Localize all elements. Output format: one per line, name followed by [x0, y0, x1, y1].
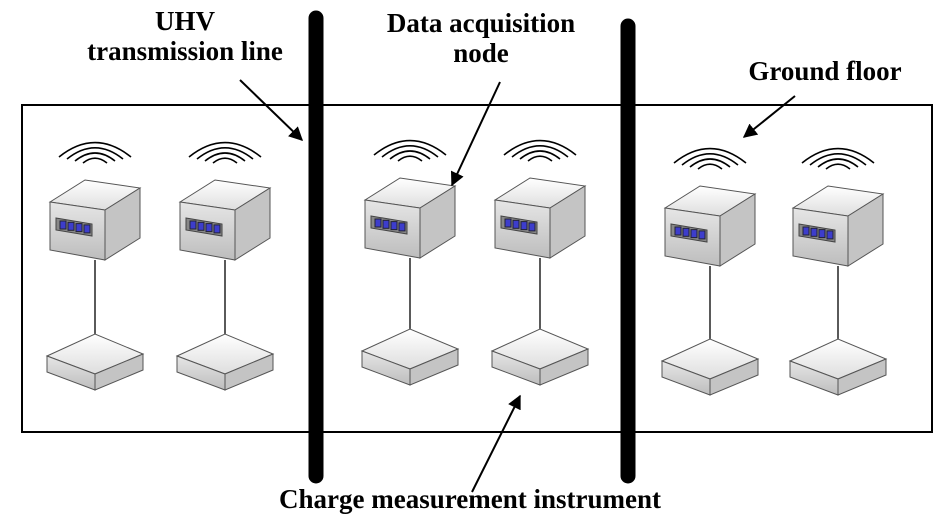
node-label-line-2: node: [453, 38, 509, 68]
led-indicator: [59, 220, 67, 230]
led-indicator: [690, 229, 698, 239]
led-indicator: [213, 224, 221, 234]
charge-measurement-instrument: [175, 333, 275, 391]
led-indicator: [382, 219, 390, 229]
device-unit: [175, 141, 275, 391]
ground-floor-label: Ground floor: [748, 56, 902, 86]
led-indicator: [504, 218, 512, 228]
led-indicator: [75, 223, 83, 233]
led-indicator: [398, 222, 406, 232]
led-indicator: [205, 223, 213, 233]
uhv-label: UHV transmission line: [60, 6, 310, 66]
led-indicator: [818, 229, 826, 239]
data-acquisition-node: [48, 179, 142, 261]
led-indicator: [682, 227, 690, 237]
charge-measurement-instrument: [360, 328, 460, 386]
wifi-icon: [503, 139, 577, 162]
uhv-label-line-1: UHV: [155, 6, 215, 36]
wifi-icon: [373, 139, 447, 162]
led-indicator: [374, 218, 382, 228]
led-indicator: [674, 226, 682, 236]
units-layer: [45, 139, 888, 396]
device-unit: [788, 147, 888, 396]
device-unit: [490, 139, 590, 386]
wifi-icon: [801, 147, 875, 170]
led-indicator: [197, 221, 205, 231]
node-label: Data acquisition node: [346, 8, 616, 68]
wifi-icon: [58, 141, 132, 164]
led-indicator: [802, 226, 810, 236]
led-indicator: [512, 219, 520, 229]
node-label-line-1: Data acquisition: [386, 8, 576, 38]
data-acquisition-node: [791, 185, 885, 267]
arrow-uhv-line: [239, 79, 304, 141]
device-unit: [660, 147, 760, 396]
arrow-node: [450, 81, 501, 187]
charge-measurement-instrument: [490, 328, 590, 386]
wifi-icon: [188, 141, 262, 164]
led-indicator: [390, 221, 398, 231]
device-unit: [45, 141, 145, 391]
led-indicator: [826, 230, 834, 240]
data-acquisition-node: [363, 177, 457, 259]
led-indicator: [83, 224, 91, 234]
data-acquisition-node: [493, 177, 587, 259]
instrument-label: Charge measurement instrument: [279, 484, 661, 514]
led-indicator: [67, 221, 75, 231]
led-indicator: [520, 221, 528, 231]
led-indicator: [528, 222, 536, 232]
arrow-instrument: [471, 394, 521, 493]
data-acquisition-node: [178, 179, 272, 261]
arrow-ground-floor: [742, 95, 796, 138]
data-acquisition-node: [663, 185, 757, 267]
wifi-icon: [673, 147, 747, 170]
led-indicator: [698, 230, 706, 240]
led-indicator: [189, 220, 197, 230]
ground-floor-box: [21, 104, 933, 433]
charge-measurement-instrument: [788, 338, 888, 396]
uhv-label-line-2: transmission line: [87, 36, 283, 66]
charge-measurement-instrument: [660, 338, 760, 396]
charge-measurement-instrument: [45, 333, 145, 391]
device-unit: [360, 139, 460, 386]
led-indicator: [810, 227, 818, 237]
